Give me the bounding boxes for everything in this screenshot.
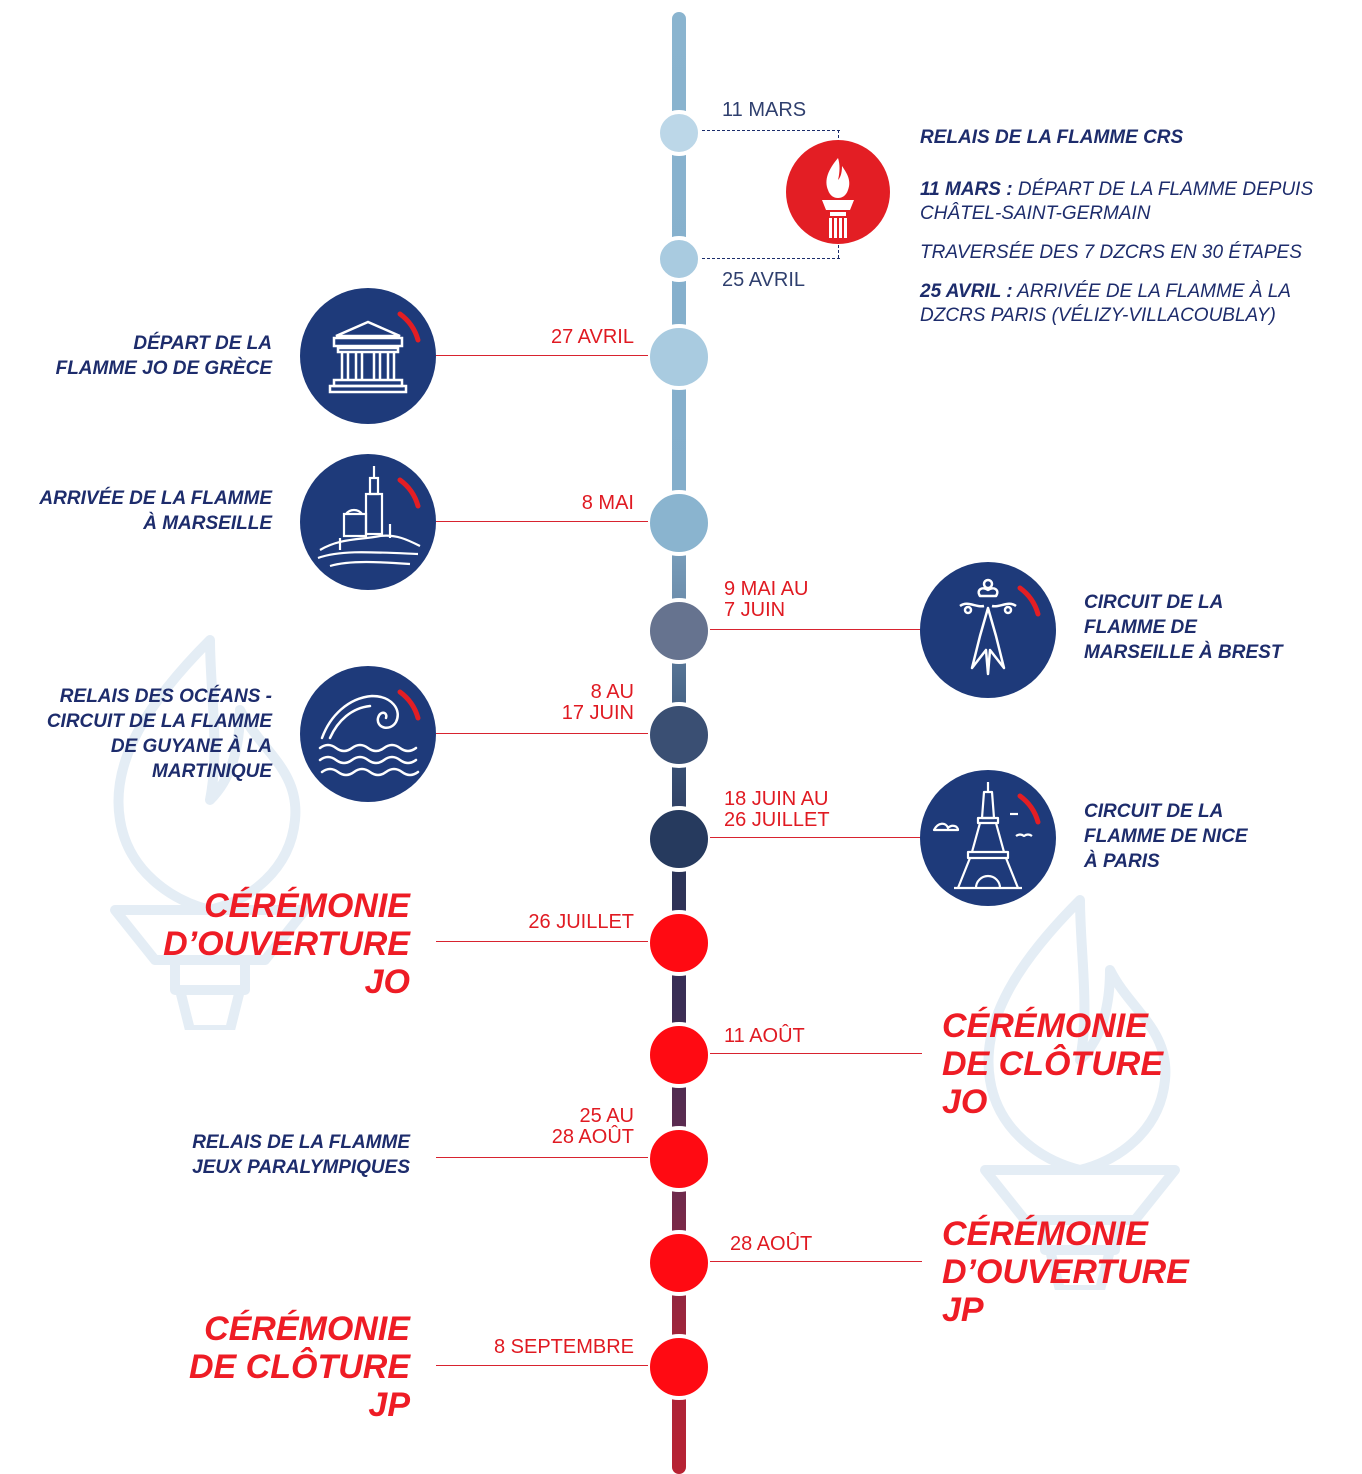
crs-start-date: 11 MARS (722, 99, 807, 121)
timeline-dot-9 (646, 1334, 712, 1400)
timeline-dot-1 (646, 490, 712, 556)
connector-2 (710, 629, 922, 630)
timeline-dot-0 (646, 324, 712, 390)
connector-1 (436, 521, 648, 522)
connector-9 (436, 1365, 648, 1366)
greek-temple-icon (300, 288, 436, 424)
eiffel-tower-icon (920, 770, 1056, 906)
timeline-dot-crs-start (656, 110, 702, 156)
timeline-dot-2 (646, 598, 712, 664)
event-date: 8 MAI (581, 492, 634, 514)
event-date: 11 AOÛT (724, 1025, 805, 1047)
connector-5 (436, 941, 648, 942)
marseille-basilica-icon (300, 454, 436, 590)
timeline-dot-3 (646, 702, 712, 768)
ermine-icon (920, 562, 1056, 698)
event-date: 26 JUILLET (528, 911, 634, 933)
torch-icon (786, 140, 890, 244)
connector-7 (436, 1157, 648, 1158)
crs-line-2: TRAVERSÉE DES 7 DZCRS EN 30 ÉTAPES (920, 242, 1302, 263)
ocean-wave-icon (300, 666, 436, 802)
crs-end-date: 25 AVRIL (722, 269, 806, 291)
timeline-dot-4 (646, 806, 712, 872)
connector-0 (436, 355, 648, 356)
crs-line-1-cont: CHÂTEL-SAINT-GERMAIN (920, 203, 1151, 224)
connector-crs-end (702, 258, 840, 259)
crs-line-1: 11 MARS : DÉPART DE LA FLAMME DEPUIS (920, 179, 1314, 200)
connector-crs-start (702, 130, 840, 131)
background-torch-left-icon (110, 635, 310, 1030)
connector-3 (436, 733, 648, 734)
crs-title: RELAIS DE LA FLAMME CRS (920, 127, 1184, 148)
event-date: 27 AVRIL (550, 326, 634, 348)
timeline-dot-6 (646, 1022, 712, 1088)
connector-8 (710, 1261, 922, 1262)
connector-4 (710, 837, 922, 838)
event-date: 8 SEPTEMBRE (493, 1336, 634, 1358)
crs-line-3-cont: DZCRS PARIS (VÉLIZY-VILLACOUBLAY) (920, 305, 1276, 326)
timeline-dot-crs-end (656, 236, 702, 282)
event-date: 28 AOÛT (730, 1233, 813, 1255)
crs-line-3: 25 AVRIL : ARRIVÉE DE LA FLAMME À LA (920, 281, 1291, 302)
timeline-dot-5 (646, 910, 712, 976)
connector-6 (710, 1053, 922, 1054)
background-torch-right-icon (980, 895, 1180, 1290)
timeline-dot-7 (646, 1126, 712, 1192)
timeline-dot-8 (646, 1230, 712, 1296)
